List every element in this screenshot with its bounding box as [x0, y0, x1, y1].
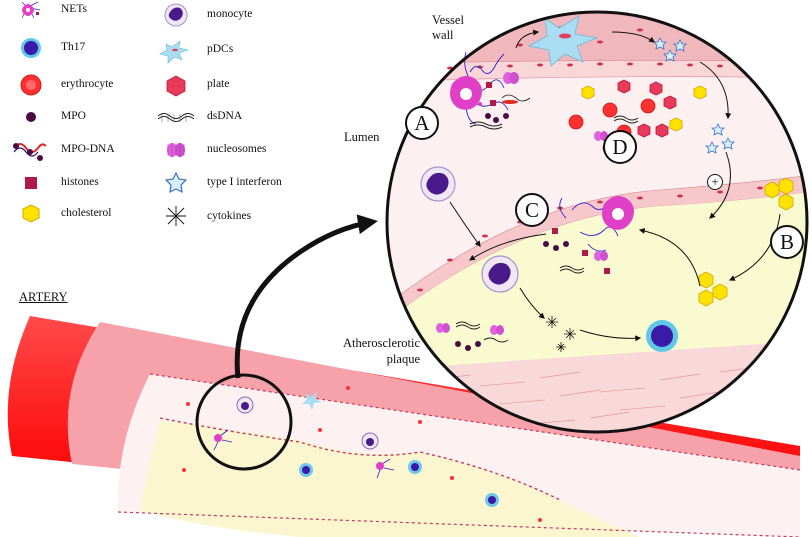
mpo-legend-icon — [26, 112, 36, 122]
lumen-label: Lumen — [344, 130, 380, 144]
net-cluster-a — [450, 51, 531, 130]
artery-label: ARTERY — [19, 290, 68, 304]
legend-label-nucleosomes: nucleosomes — [207, 143, 267, 155]
zoom-arrow — [234, 214, 378, 379]
vessel-wall-label: Vessel wall — [432, 13, 464, 42]
nets-legend-icon — [21, 1, 41, 19]
net-cluster-c — [543, 196, 634, 274]
legend-label-cytokines: cytokines — [207, 210, 252, 222]
legend-label-histones: histones — [61, 176, 99, 188]
atherosclerotic-plaque-label: Atherosclerotic plaque — [342, 336, 420, 366]
plus-sign: + — [707, 174, 723, 190]
pathway-arrows — [449, 29, 781, 342]
legend-label-th17: Th17 — [61, 41, 86, 53]
legend-label-cholesterol: cholesterol — [61, 207, 112, 219]
dsdna-legend-icon — [157, 113, 195, 122]
marker-b: B — [770, 225, 804, 259]
legend-label-monocyte: monocyte — [207, 8, 253, 20]
pdcs-legend-icon — [159, 40, 190, 64]
mpo-dna-legend-icon — [13, 143, 47, 161]
cholesterol-b — [698, 177, 794, 307]
plaque-molecules — [436, 321, 509, 351]
legend-icons — [13, 1, 195, 226]
cholesterol-legend-icon — [22, 204, 40, 223]
marker-c: C — [515, 193, 549, 227]
legend-label-erythrocyte: erythrocyte — [61, 78, 114, 90]
cytokines-burst — [546, 316, 576, 352]
legend-label-mpo-dna: MPO-DNA — [61, 143, 115, 155]
plate-legend-icon — [166, 75, 186, 97]
type-i-interferon-legend-icon — [164, 171, 188, 194]
marker-a: A — [405, 106, 439, 140]
nucleosomes-legend-icon — [167, 143, 185, 157]
zoom-circle — [385, 10, 809, 434]
legend-label-mpo: MPO — [61, 110, 86, 122]
marker-d: D — [603, 130, 637, 164]
legend-label-pdcs: pDCs — [207, 43, 234, 55]
legend-label-plate: plate — [207, 78, 230, 90]
legend-label-nets: NETs — [61, 3, 88, 15]
histones-legend-icon — [25, 177, 37, 189]
cytokines-legend-icon — [166, 206, 186, 226]
artery-illustration — [7, 316, 801, 537]
legend-label-type-i-interferon: type I interferon — [207, 176, 282, 188]
legend-label-dsdna: dsDNA — [207, 110, 243, 122]
